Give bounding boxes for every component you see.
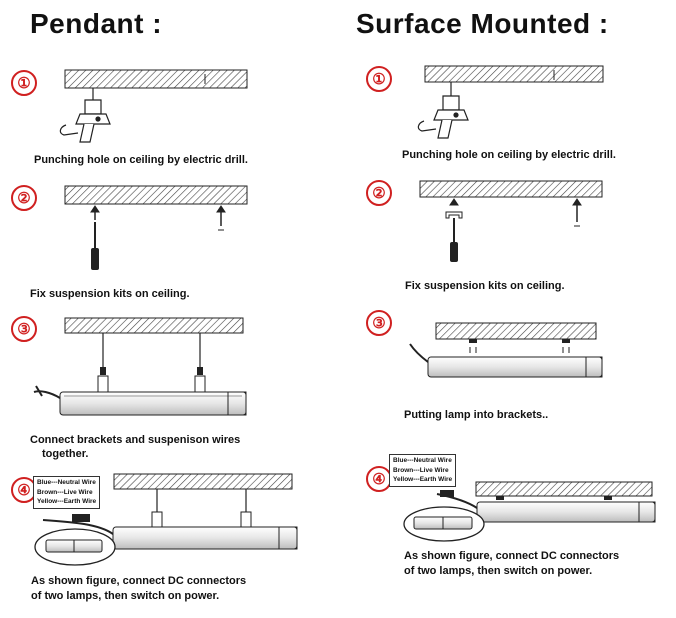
pendant-step-3-number: ③ (11, 316, 37, 342)
ceiling-slab (419, 180, 603, 198)
led-tube-lamp (112, 526, 298, 550)
legend-brown-wire: Brown---Live Wire (393, 466, 449, 474)
ceiling-slab (64, 69, 248, 89)
pendant-step-3-illustration (33, 317, 247, 416)
pendant-step-4-illustration (34, 473, 298, 566)
ceiling-slab (64, 185, 248, 205)
electric-drill-icon (417, 82, 469, 139)
ceiling-slab (424, 65, 604, 83)
legend-brown-wire: Brown---Live Wire (37, 488, 93, 496)
surface-wire-legend: Blue---Neutral Wire Brown---Live Wire Ye… (389, 454, 457, 487)
electric-drill-icon (59, 88, 111, 143)
screwdriver-icon (91, 222, 99, 270)
ceiling-slab (64, 317, 244, 334)
surface-step-3-illustration (409, 322, 603, 378)
pendant-step-2-illustration (64, 185, 248, 270)
surface-step-2-number: ② (366, 180, 392, 206)
pendant-step-1-caption: Punching hole on ceiling by electric dri… (34, 154, 248, 166)
pendant-step-4-caption-line2: of two lamps, then switch on power. (31, 590, 220, 602)
led-tube-lamp (427, 356, 603, 378)
legend-blue-wire: Blue---Neutral Wire (393, 457, 452, 464)
surface-step-3-caption: Putting lamp into brackets.. (404, 409, 549, 421)
surface-mounted-title: Surface Mounted : (356, 8, 609, 39)
surface-step-1-illustration (417, 65, 604, 139)
pendant-step-1-number: ① (11, 70, 37, 96)
ceiling-slab (113, 473, 293, 490)
surface-step-4-illustration (403, 481, 656, 542)
ceiling-slab (435, 322, 597, 340)
legend-blue-wire: Blue---Neutral Wire (37, 479, 96, 486)
pendant-step-3-caption-line1: Connect brackets and suspenison wires (30, 434, 241, 446)
legend-yellow-wire: Yellow---Earth Wire (37, 498, 97, 505)
surface-step-4-caption-line2: of two lamps, then switch on power. (404, 565, 593, 577)
surface-step-3-number: ③ (366, 310, 392, 336)
pendant-step-3-caption-line2: together. (42, 448, 89, 460)
pendant-step-2-number: ② (11, 185, 37, 211)
surface-step-4-caption-line1: As shown figure, connect DC connectors (404, 550, 620, 562)
pendant-step-1-illustration (59, 69, 248, 143)
surface-step-1-caption: Punching hole on ceiling by electric dri… (402, 149, 616, 161)
pendant-title: Pendant : (30, 8, 163, 39)
pendant-step-4-caption-line1: As shown figure, connect DC connectors (31, 575, 247, 587)
led-tube-lamp (59, 391, 247, 416)
pendant-wire-legend: Blue---Neutral Wire Brown---Live Wire Ye… (33, 476, 101, 509)
surface-step-1-number: ① (366, 66, 392, 92)
screwdriver-icon (450, 218, 458, 262)
led-tube-lamp (476, 501, 656, 523)
pendant-step-2-caption: Fix suspension kits on ceiling. (30, 288, 190, 300)
surface-step-2-caption: Fix suspension kits on ceiling. (405, 280, 565, 292)
surface-step-2-illustration (419, 180, 603, 262)
ceiling-slab (475, 481, 653, 497)
legend-yellow-wire: Yellow---Earth Wire (393, 476, 453, 483)
